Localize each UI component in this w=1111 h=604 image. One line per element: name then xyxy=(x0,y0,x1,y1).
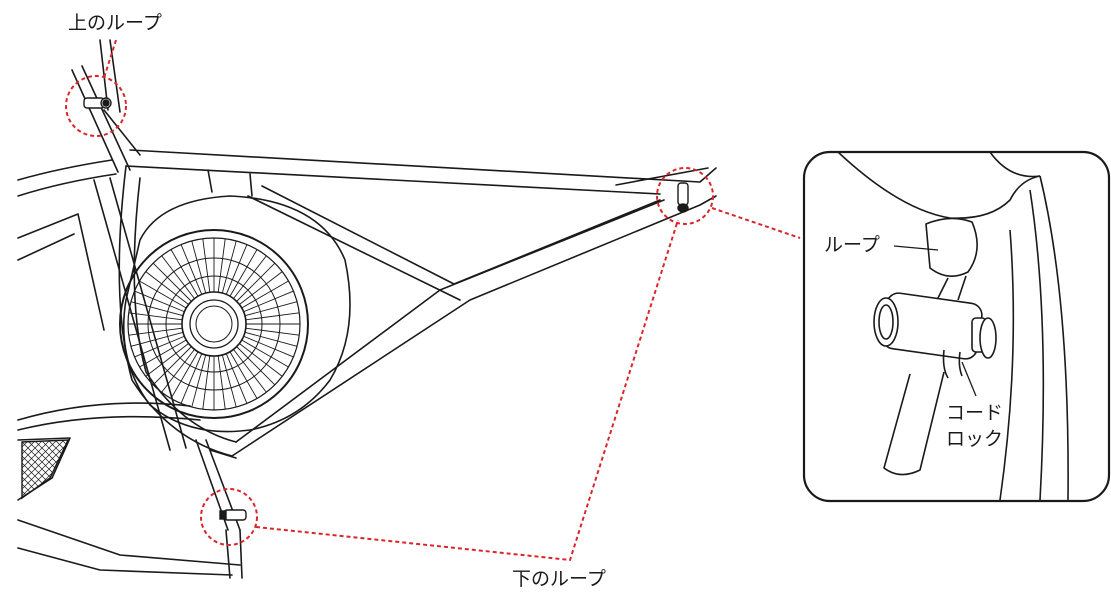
mesh-panel xyxy=(21,439,70,500)
inset-cord-lock-label-line1: コード xyxy=(946,402,1004,424)
upper-loop-label: 上のループ xyxy=(68,12,162,34)
lower-loop-leader xyxy=(255,219,679,562)
lower-loop-circle xyxy=(200,488,258,546)
fan-spoke xyxy=(128,312,183,321)
fan-spoke xyxy=(233,349,267,393)
fan-spoke xyxy=(139,339,187,368)
fan-spoke xyxy=(170,249,199,297)
loop-label-leader xyxy=(893,245,939,251)
fan-spoke xyxy=(245,327,300,336)
fan-spoke xyxy=(152,346,192,386)
fan-spoke xyxy=(245,312,300,321)
main-drawing xyxy=(17,39,717,579)
fan-hub xyxy=(181,291,247,357)
fan-spoke xyxy=(134,335,185,358)
fan-spoke xyxy=(244,301,298,317)
fan-spoke xyxy=(217,355,226,410)
fan-spoke xyxy=(225,353,248,404)
lower-loop-label: 下のループ xyxy=(512,568,606,590)
fan-spoke xyxy=(229,249,258,297)
fan-spoke xyxy=(152,262,192,302)
fan-spoke xyxy=(225,244,248,295)
upper-cord-lock xyxy=(83,97,112,109)
fan-spoke xyxy=(221,240,237,294)
fan-spoke xyxy=(243,335,294,358)
fan-spoke xyxy=(128,327,183,336)
fan-spoke xyxy=(233,255,267,299)
fan-spoke xyxy=(243,290,294,313)
fan-spoke xyxy=(161,349,195,393)
fan-spoke xyxy=(145,271,189,305)
left-shell xyxy=(17,159,187,451)
fan-grille xyxy=(119,229,309,419)
lower-base xyxy=(17,402,243,579)
fan-spoke xyxy=(217,238,226,293)
cord-lock-icons xyxy=(83,97,689,521)
fan-spoke xyxy=(221,354,237,408)
fan-spoke xyxy=(145,343,189,377)
fan-spoke xyxy=(170,351,199,399)
fan-spoke xyxy=(239,343,283,377)
inset-loop-label: ループ xyxy=(824,234,880,256)
cord-lock-label-leader xyxy=(961,361,977,397)
inset-leader xyxy=(711,207,801,239)
fan-spoke xyxy=(180,353,203,404)
fan-spoke xyxy=(130,301,184,317)
fan-spoke xyxy=(202,355,211,410)
fan-spoke xyxy=(236,262,276,302)
fan-spoke xyxy=(236,346,276,386)
fan-spoke xyxy=(134,290,185,313)
fan-spoke xyxy=(139,280,187,309)
right-cord-lock xyxy=(677,182,689,213)
callouts xyxy=(65,39,801,562)
tent-frame xyxy=(118,149,717,457)
fan-spoke xyxy=(130,331,184,347)
lower-cord-lock xyxy=(219,509,247,521)
upper-loop-circle xyxy=(65,75,127,137)
fan-spoke xyxy=(229,351,258,399)
right-loop-circle xyxy=(656,167,714,225)
fan-housing xyxy=(123,195,351,433)
inset-cord-lock-label-line2: ロック xyxy=(946,428,1004,450)
fan-spoke xyxy=(161,255,195,299)
fan-spoke xyxy=(239,271,283,305)
fan-spoke xyxy=(191,240,207,294)
fan-spoke xyxy=(191,354,207,408)
inset-detail xyxy=(802,150,1111,503)
fan-spoke xyxy=(241,339,289,368)
fan-spoke xyxy=(180,244,203,295)
fan-spoke xyxy=(244,331,298,347)
fan-spoke xyxy=(202,238,211,293)
fan-spoke xyxy=(241,280,289,309)
